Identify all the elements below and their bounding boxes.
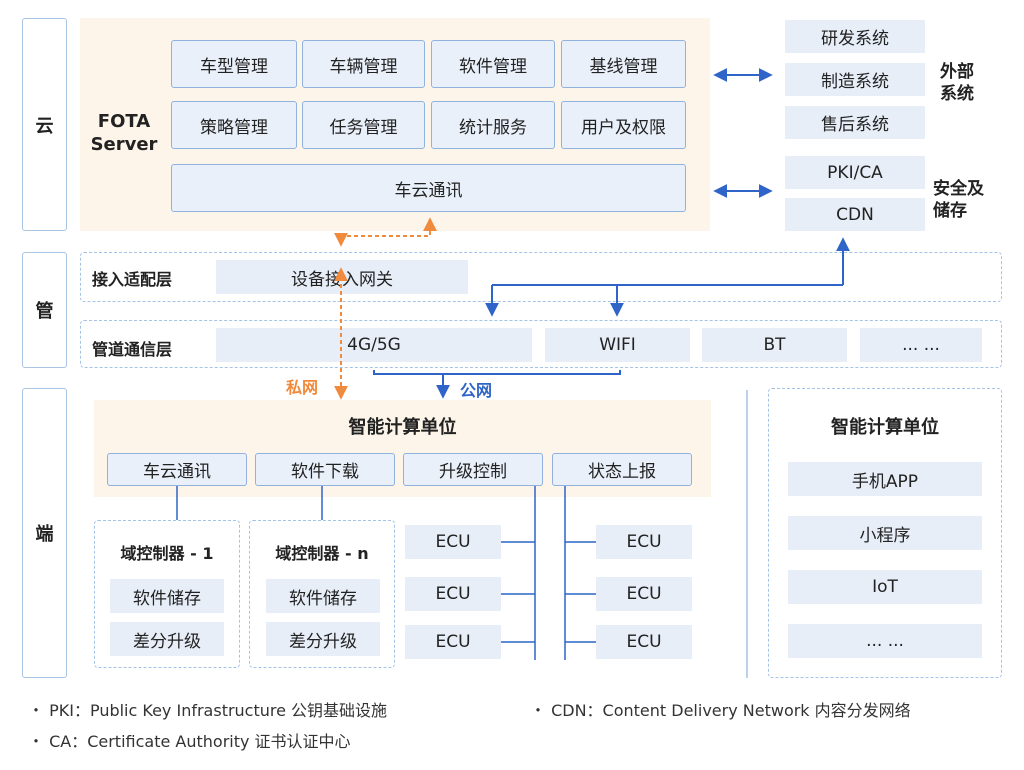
domain-n-software-storage: 软件储存 [266, 579, 380, 613]
function-status-report: 状态上报 [552, 453, 692, 486]
function-upgrade-control: 升级控制 [403, 453, 543, 486]
ecu-left-2: ECU [405, 577, 501, 611]
module-software: 软件管理 [431, 40, 555, 88]
channel-wifi: WIFI [545, 328, 690, 362]
module-vehicle-model: 车型管理 [171, 40, 297, 88]
ecu-left-1: ECU [405, 525, 501, 559]
external-manufacturing-system: 制造系统 [785, 63, 925, 96]
external-systems-label: 外部系统 [940, 62, 974, 104]
private-net-cloud-link [334, 217, 437, 247]
device-iot: IoT [788, 570, 982, 604]
other-compute-unit [768, 388, 1002, 678]
private-network-label: 私网 [286, 378, 319, 397]
note-pki: ・ PKI：Public Key Infrastructure 公钥基础设施 [28, 701, 388, 720]
ecu-right-1: ECU [596, 525, 692, 559]
security-storage-label: 安全及储存 [933, 179, 984, 221]
channel-4g5g: 4G/5G [216, 328, 532, 362]
tier-end: 端 [22, 388, 67, 678]
domain-1-software-storage: 软件储存 [110, 579, 224, 613]
domain-1-diff-upgrade: 差分升级 [110, 622, 224, 656]
domain-n-diff-upgrade: 差分升级 [266, 622, 380, 656]
ecu-right-3: ECU [596, 625, 692, 659]
function-software-download: 软件下载 [255, 453, 395, 486]
access-adapter-layer [80, 252, 1002, 302]
note-ca: ・ CA：Certificate Authority 证书认证中心 [28, 732, 351, 751]
function-vehicle-cloud-comm: 车云通讯 [107, 453, 247, 486]
device-mini-program: 小程序 [788, 516, 982, 550]
vehicle-compute-title: 智能计算单位 [348, 417, 457, 438]
public-network-bracket [373, 370, 621, 375]
domain-controller-1-title: 域控制器 - 1 [120, 544, 214, 563]
tier-cloud: 云 [22, 18, 67, 231]
security-pki-ca: PKI/CA [785, 156, 925, 189]
module-vehicle: 车辆管理 [302, 40, 425, 88]
module-baseline: 基线管理 [561, 40, 686, 88]
note-cdn: ・ CDN：Content Delivery Network 内容分发网络 [530, 701, 911, 720]
module-vehicle-cloud-comm: 车云通讯 [171, 164, 686, 212]
device-mobile-app: 手机APP [788, 462, 982, 496]
channel-bt: BT [702, 328, 847, 362]
ecu-left-3: ECU [405, 625, 501, 659]
external-aftersales-system: 售后系统 [785, 106, 925, 139]
device-more: ... ... [788, 624, 982, 658]
other-compute-title: 智能计算单位 [831, 417, 939, 438]
public-network-label: 公网 [460, 381, 493, 400]
domain-controller-n [249, 520, 395, 668]
pipe-communication-layer [80, 320, 1002, 368]
ecu-right-2: ECU [596, 577, 692, 611]
module-strategy: 策略管理 [171, 101, 297, 149]
module-user-permission: 用户及权限 [561, 101, 686, 149]
external-rd-system: 研发系统 [785, 20, 925, 53]
module-statistics: 统计服务 [431, 101, 555, 149]
access-adapter-layer-label: 接入适配层 [92, 270, 173, 289]
domain-controller-1 [94, 520, 240, 668]
domain-controller-n-title: 域控制器 - n [275, 544, 369, 563]
channel-more: ... ... [860, 328, 982, 362]
security-cdn: CDN [785, 198, 925, 231]
module-task: 任务管理 [302, 101, 425, 149]
pipe-communication-layer-label: 管道通信层 [92, 340, 173, 359]
tier-pipe: 管 [22, 252, 67, 368]
